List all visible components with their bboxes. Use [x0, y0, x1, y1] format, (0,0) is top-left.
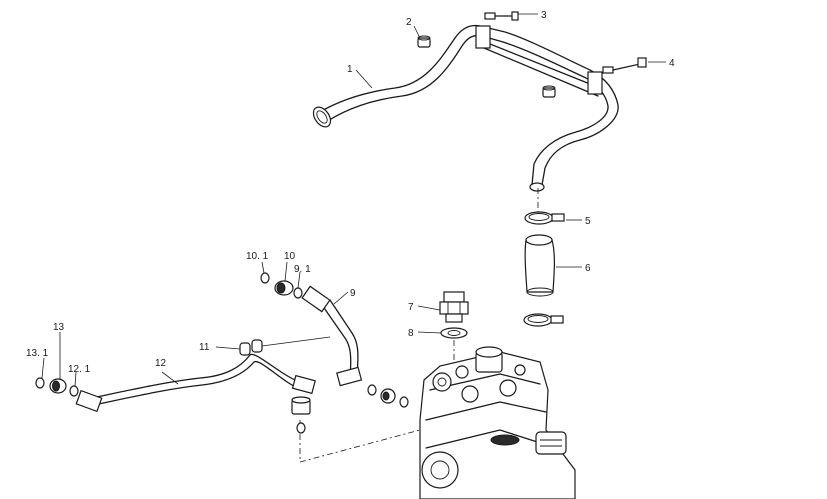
- callout-13: 13: [53, 322, 65, 333]
- spacer-sleeve-2: [542, 85, 556, 98]
- short-pipe: [301, 285, 363, 387]
- callout-12: 12: [155, 358, 167, 369]
- callout-13-1: 13. 1: [26, 348, 49, 359]
- compressor-inlet-fittings: [367, 384, 409, 408]
- hose-clamp-upper: [524, 211, 565, 225]
- callout-12-1: 12. 1: [68, 364, 91, 375]
- callout-8: 8: [408, 328, 414, 339]
- air-compressor: [419, 346, 576, 499]
- callout-9-1: 9. 1: [294, 264, 311, 275]
- o-ring-13-1: [35, 377, 45, 389]
- callout-2: 2: [406, 17, 412, 28]
- spacer-sleeve: [417, 35, 431, 48]
- banjo-fitting-lower: [49, 378, 67, 394]
- leader-lines: [41, 13, 666, 387]
- callout-6: 6: [585, 263, 591, 274]
- callout-4: 4: [669, 58, 675, 69]
- o-ring-10-1: [260, 272, 270, 284]
- callout-5: 5: [585, 216, 591, 227]
- pipe-clip: [239, 339, 263, 356]
- callout-9: 9: [350, 288, 356, 299]
- coolant-pipe: [312, 24, 619, 192]
- callout-7: 7: [408, 302, 414, 313]
- sealing-washer: [440, 327, 468, 339]
- hose-clamp-lower: [523, 313, 564, 327]
- callout-1: 1: [347, 64, 353, 75]
- callout-11: 11: [199, 342, 210, 353]
- bolt-top: [484, 11, 519, 21]
- banjo-fitting-upper: [274, 280, 294, 296]
- callout-10: 10: [284, 251, 296, 262]
- long-pipe: [75, 353, 316, 413]
- o-ring-9-1: [293, 287, 303, 299]
- lower-connector: [291, 396, 311, 434]
- o-ring-12-1: [69, 385, 79, 397]
- callout-10-1: 10. 1: [246, 251, 269, 262]
- union-fitting: [439, 291, 469, 323]
- centerline-lower: [299, 420, 421, 463]
- callout-3: 3: [541, 10, 547, 21]
- bolt-long: [602, 57, 647, 74]
- rubber-hose: [524, 234, 555, 297]
